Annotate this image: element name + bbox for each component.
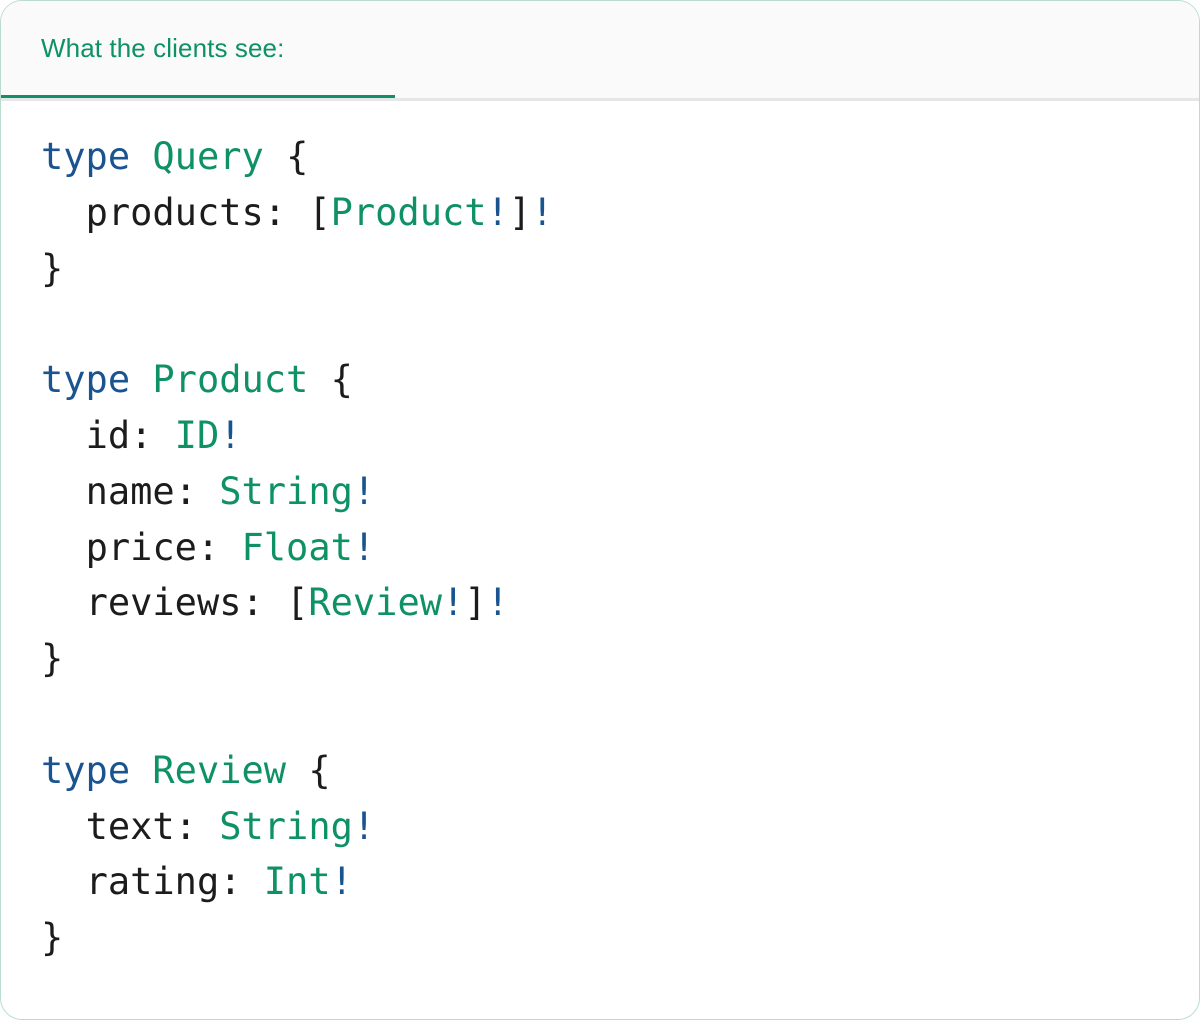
tab-label: What the clients see:	[41, 33, 285, 63]
code-token-punct: ]	[508, 190, 532, 234]
code-token-kw: type	[41, 748, 131, 792]
code-token-type: ID	[174, 413, 220, 457]
code-token-type: Float	[241, 525, 353, 569]
code-token-bang: !	[352, 469, 376, 513]
code-line: rating: Int!	[41, 854, 1199, 910]
graphql-schema-code[interactable]: type Query { products: [Product!]!} type…	[1, 101, 1199, 966]
code-token-bang: !	[486, 581, 509, 625]
code-token-type: Review	[308, 581, 442, 625]
code-line	[41, 296, 1199, 352]
code-token-plain	[308, 358, 330, 401]
code-token-bang: !	[219, 413, 242, 457]
code-token-punct: ]	[464, 581, 487, 625]
code-token-plain	[197, 470, 219, 513]
code-line: }	[41, 631, 1199, 687]
code-token-punct: }	[41, 637, 64, 681]
code-token-field: reviews:	[85, 581, 264, 625]
code-area: type Query { products: [Product!]!} type…	[1, 101, 1199, 966]
code-token-plain	[197, 805, 219, 848]
code-token-type: Query	[152, 135, 264, 178]
code-line	[41, 687, 1199, 743]
code-line: text: String!	[41, 799, 1199, 855]
code-token-plain	[41, 581, 86, 624]
code-token-plain	[286, 749, 308, 792]
code-token-plain	[219, 526, 241, 569]
code-token-plain	[130, 135, 152, 178]
code-token-field: products:	[85, 190, 287, 234]
code-line: price: Float!	[41, 520, 1199, 576]
code-line: type Query {	[41, 129, 1199, 185]
code-token-bang: !	[531, 190, 554, 234]
code-token-field: name:	[85, 469, 197, 513]
code-line: reviews: [Review!]!	[41, 575, 1199, 631]
code-token-type: String	[219, 804, 353, 848]
code-line: type Review {	[41, 743, 1199, 799]
code-line: products: [Product!]!	[41, 185, 1199, 241]
code-token-plain	[41, 805, 86, 848]
code-token-type: Review	[152, 748, 287, 792]
code-token-plain	[41, 860, 86, 903]
code-line: }	[41, 241, 1199, 297]
code-token-plain	[41, 526, 86, 569]
code-token-plain	[264, 581, 286, 624]
code-token-plain	[130, 358, 152, 401]
tab-what-the-clients-see[interactable]: What the clients see:	[1, 1, 395, 98]
code-line: }	[41, 910, 1199, 966]
code-token-plain	[41, 470, 86, 513]
code-line: name: String!	[41, 464, 1199, 520]
code-token-type: Product	[152, 358, 309, 402]
code-line: type Product {	[41, 352, 1199, 408]
code-line: id: ID!	[41, 408, 1199, 464]
code-token-bang: !	[330, 860, 353, 904]
code-token-punct: {	[330, 358, 353, 402]
code-token-field: rating:	[85, 860, 242, 904]
code-token-field: id:	[85, 413, 153, 457]
code-token-punct: [	[286, 581, 309, 625]
code-token-plain	[264, 135, 286, 178]
code-token-punct: [	[308, 190, 331, 234]
code-token-bang: !	[486, 190, 509, 234]
code-token-bang: !	[352, 525, 376, 569]
code-token-type: String	[219, 469, 353, 513]
code-token-field: text:	[85, 804, 197, 848]
code-token-field: price:	[85, 525, 220, 569]
code-token-punct: }	[41, 246, 64, 290]
code-token-plain	[152, 414, 174, 457]
code-token-punct: {	[286, 135, 309, 178]
code-token-bang: !	[352, 804, 376, 848]
code-token-bang: !	[442, 581, 465, 625]
tab-bar: What the clients see:	[1, 1, 1199, 101]
code-token-kw: type	[41, 358, 131, 402]
code-token-kw: type	[41, 135, 131, 178]
code-token-punct: }	[41, 916, 64, 960]
code-token-type: Int	[263, 860, 331, 904]
code-token-type: Product	[330, 190, 487, 234]
code-token-plain	[41, 191, 86, 234]
code-token-punct: {	[308, 748, 331, 792]
code-token-plain	[242, 860, 264, 903]
code-token-plain	[130, 749, 152, 792]
code-token-plain	[286, 191, 308, 234]
code-token-plain	[41, 414, 86, 457]
